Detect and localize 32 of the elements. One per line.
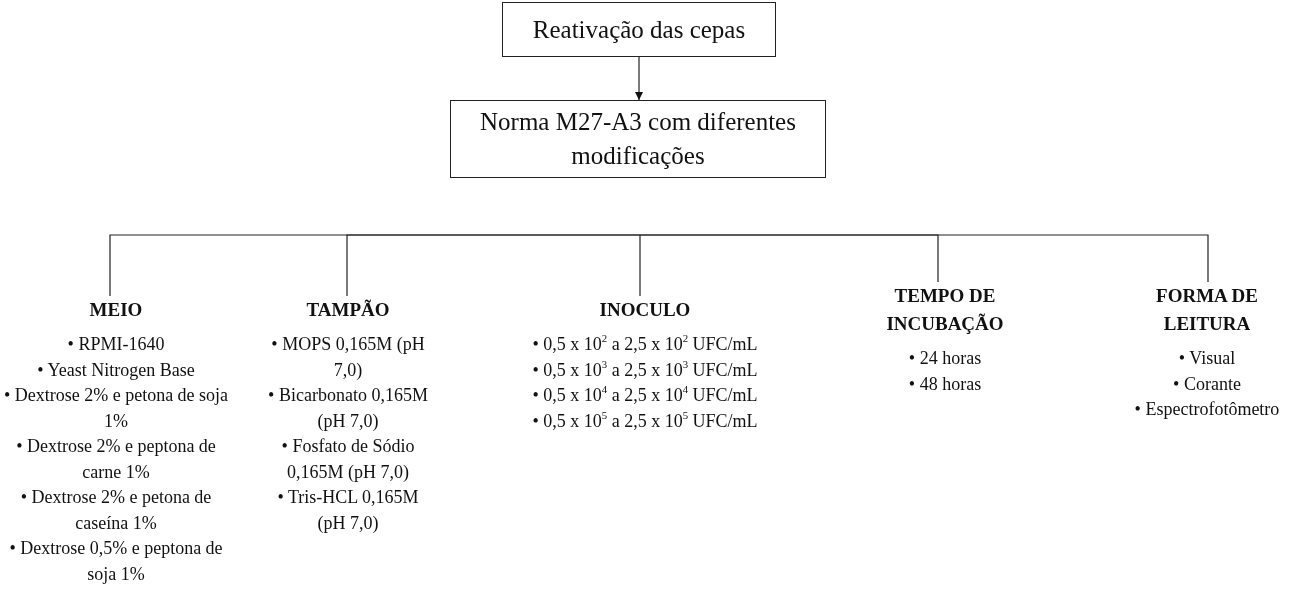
list-item: • 0,5 x 10$^{2}$ a 2,5 x 10$^{2}$ UFC/mL [531, 332, 759, 356]
category-heading: FORMA DE LEITURA [1155, 284, 1259, 336]
list-item: • Yeast Nitrogen Base [36, 358, 196, 382]
arrow [634, 56, 644, 101]
list-item: • Dextrose 2% e petona de soja 1% [2, 384, 230, 433]
process-box [502, 2, 776, 57]
list-item: • Dextrose 2% e peptona de carne 1% [15, 435, 217, 484]
category-heading: INOCULO [598, 298, 692, 322]
list-item: • MOPS 0,165M (pH 7,0) [270, 333, 426, 382]
list-item: • 0,5 x 10$^{3}$ a 2,5 x 10$^{3}$ UFC/mL [531, 357, 759, 382]
list-item: • Dextrose 2% e petona de caseína 1% [19, 486, 213, 535]
box-label: Norma M27-A3 com diferentes modificações [479, 107, 797, 171]
list-item: • Tris-HCL 0,165M (pH 7,0) [276, 486, 420, 535]
list-item: • RPMI-1640 [66, 333, 166, 356]
category-heading: TAMPÃO [305, 298, 391, 322]
list-item: • Espectrofotômetro [1133, 398, 1281, 421]
connector-line [639, 234, 641, 297]
connector-line [639, 234, 1209, 283]
category-heading: MEIO [88, 298, 144, 322]
list-item: • Corante [1172, 372, 1242, 396]
list-item: • Bicarbonato 0,165M (pH 7,0) [268, 384, 428, 433]
list-item: • 24 horas [907, 347, 983, 370]
list-item: • 0,5 x 10$^{5}$ a 2,5 x 10$^{5}$ UFC/mL [531, 408, 759, 433]
list-item: • 48 horas [907, 372, 983, 396]
list-item: • 0,5 x 10$^{4}$ a 2,5 x 10$^{4}$ UFC/mL [531, 383, 759, 407]
category-heading: TEMPO DE INCUBAÇÃO [885, 284, 1005, 336]
box-label: Reativação das cepas [532, 14, 746, 45]
list-item: • Dextrose 0,5% e peptona de soja 1% [8, 537, 224, 586]
list-item: • Visual [1177, 347, 1237, 370]
connector-line [346, 234, 641, 297]
list-item: • Fosfato de Sódio 0,165M (pH 7,0) [280, 435, 416, 484]
process-box [450, 100, 826, 178]
